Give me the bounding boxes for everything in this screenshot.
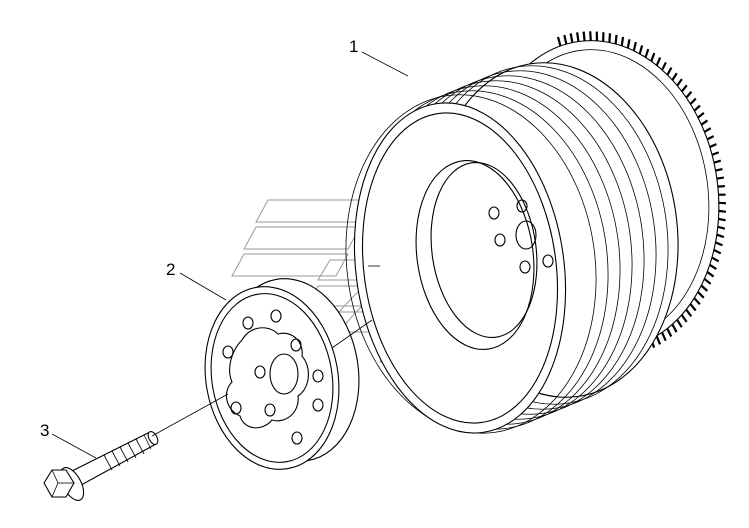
callout-3: 3 [40,421,97,459]
assembly-axis [151,319,373,437]
crankshaft-pulley-assembly [345,31,727,434]
hub-flange [204,278,360,470]
callout-2: 2 [166,260,227,301]
callout-3-label: 3 [40,421,49,440]
callout-2-label: 2 [166,260,175,279]
callout-1: 1 [349,37,409,77]
callout-1-label: 1 [349,37,358,56]
bolt [43,430,159,501]
